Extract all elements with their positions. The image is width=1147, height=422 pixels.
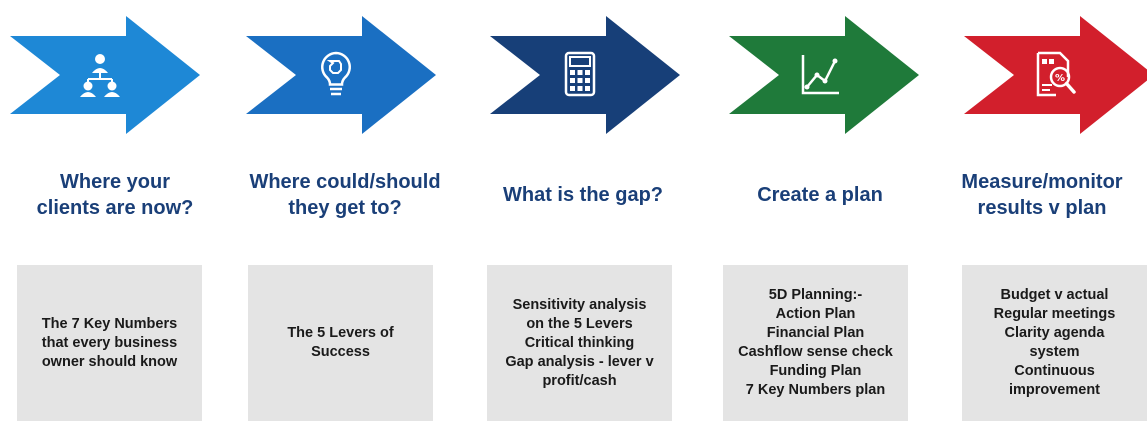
- step-arrow: [246, 16, 436, 134]
- step-5: % Measure/monitor results v plan Budget …: [937, 0, 1147, 422]
- line-chart-icon: [801, 55, 839, 95]
- step-1: Where your clients are now? The 7 Key Nu…: [10, 0, 220, 422]
- step-arrow: %: [964, 16, 1147, 134]
- step-detail: The 5 Levers of Success: [287, 325, 394, 360]
- step-detail: The 7 Key Numbers that every business ow…: [41, 315, 178, 370]
- report-magnifier-icon: %: [1036, 51, 1076, 97]
- step-4: Create a plan 5D Planning:- Action Plan …: [715, 0, 925, 422]
- people-hierarchy-icon: [80, 54, 120, 97]
- arrow-shape: [729, 16, 919, 134]
- step-detail-box: Budget v actual Regular meetings Clarity…: [962, 265, 1147, 421]
- step-2: Where could/should they get to? The 5 Le…: [240, 0, 450, 422]
- step-arrow: [490, 16, 680, 134]
- svg-text:%: %: [1055, 73, 1065, 84]
- step-detail: 5D Planning:- Action Plan Financial Plan…: [738, 287, 893, 398]
- step-title: Where your clients are now?: [36, 171, 194, 219]
- arrow-shape: [246, 16, 436, 134]
- lightbulb-icon: [321, 51, 351, 96]
- step-title: Create a plan: [757, 184, 883, 206]
- step-3: What is the gap? Sensitivity analysis on…: [478, 0, 688, 422]
- arrow-shape: [964, 16, 1147, 134]
- step-arrow: [10, 16, 200, 134]
- step-detail: Budget v actual Regular meetings Clarity…: [993, 287, 1116, 398]
- step-detail-box: The 7 Key Numbers that every business ow…: [17, 265, 202, 421]
- step-detail-box: The 5 Levers of Success: [248, 265, 433, 421]
- step-title: Measure/monitor results v plan: [961, 171, 1123, 219]
- arrow-shape: [10, 16, 200, 134]
- step-detail-box: 5D Planning:- Action Plan Financial Plan…: [723, 265, 908, 421]
- step-detail: Sensitivity analysis on the 5 Levers Cri…: [505, 296, 654, 389]
- calculator-icon: [564, 51, 596, 97]
- step-title: Where could/should they get to?: [249, 171, 441, 219]
- step-detail-box: Sensitivity analysis on the 5 Levers Cri…: [487, 265, 672, 421]
- step-title: What is the gap?: [503, 184, 663, 206]
- step-arrow: [729, 16, 919, 134]
